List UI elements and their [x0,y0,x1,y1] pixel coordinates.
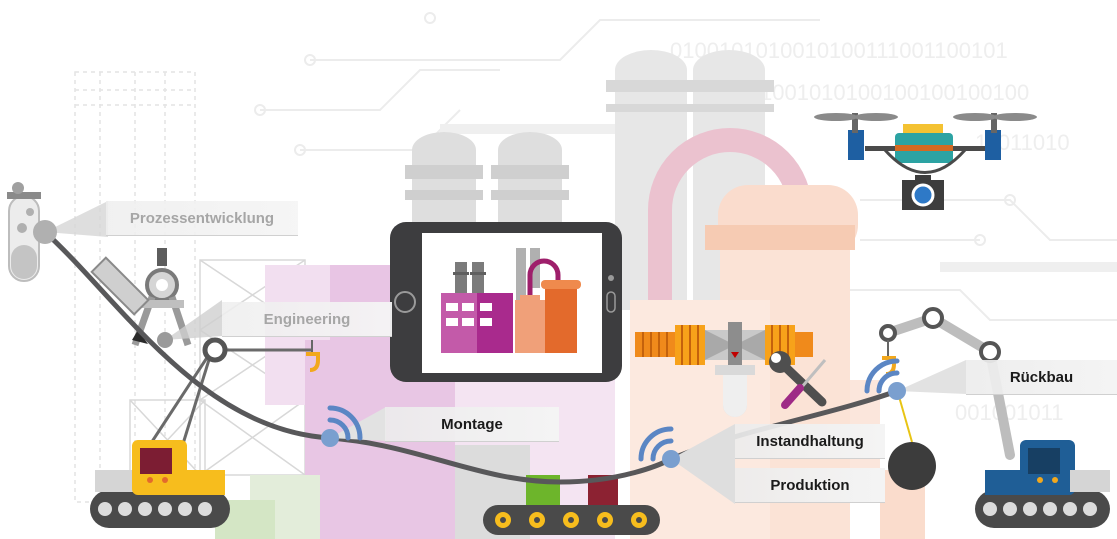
label-engineering[interactable]: Engineering [222,302,392,336]
drone-icon [814,113,1037,210]
wrecking-ball-icon [888,442,936,490]
label-rueckbau[interactable]: Rückbau [966,360,1117,394]
path-nodes [33,220,906,468]
svg-text:1001010100100100100100: 1001010100100100100100 [760,80,1029,105]
label-montage[interactable]: Montage [385,407,559,441]
excavator-left-icon [90,440,230,528]
compass-icon [131,248,192,347]
circuit-traces [254,12,1117,321]
label-prozessentwicklung[interactable]: Prozessentwicklung [106,201,298,235]
chimneys [405,50,774,310]
valve-icon [635,322,813,417]
label-produktion[interactable]: Produktion [735,468,885,502]
excavator-right-icon [975,440,1110,528]
brick-strips [440,124,1117,272]
wrench-screwdriver-icon [769,351,827,409]
svg-text:001001011: 001001011 [955,400,1064,425]
label-instandhaltung[interactable]: Instandhaltung [735,424,885,458]
factory-icon [441,248,581,353]
wifi-icons [327,358,900,462]
pencil-icon [90,256,150,344]
crane-icon [879,307,1015,460]
